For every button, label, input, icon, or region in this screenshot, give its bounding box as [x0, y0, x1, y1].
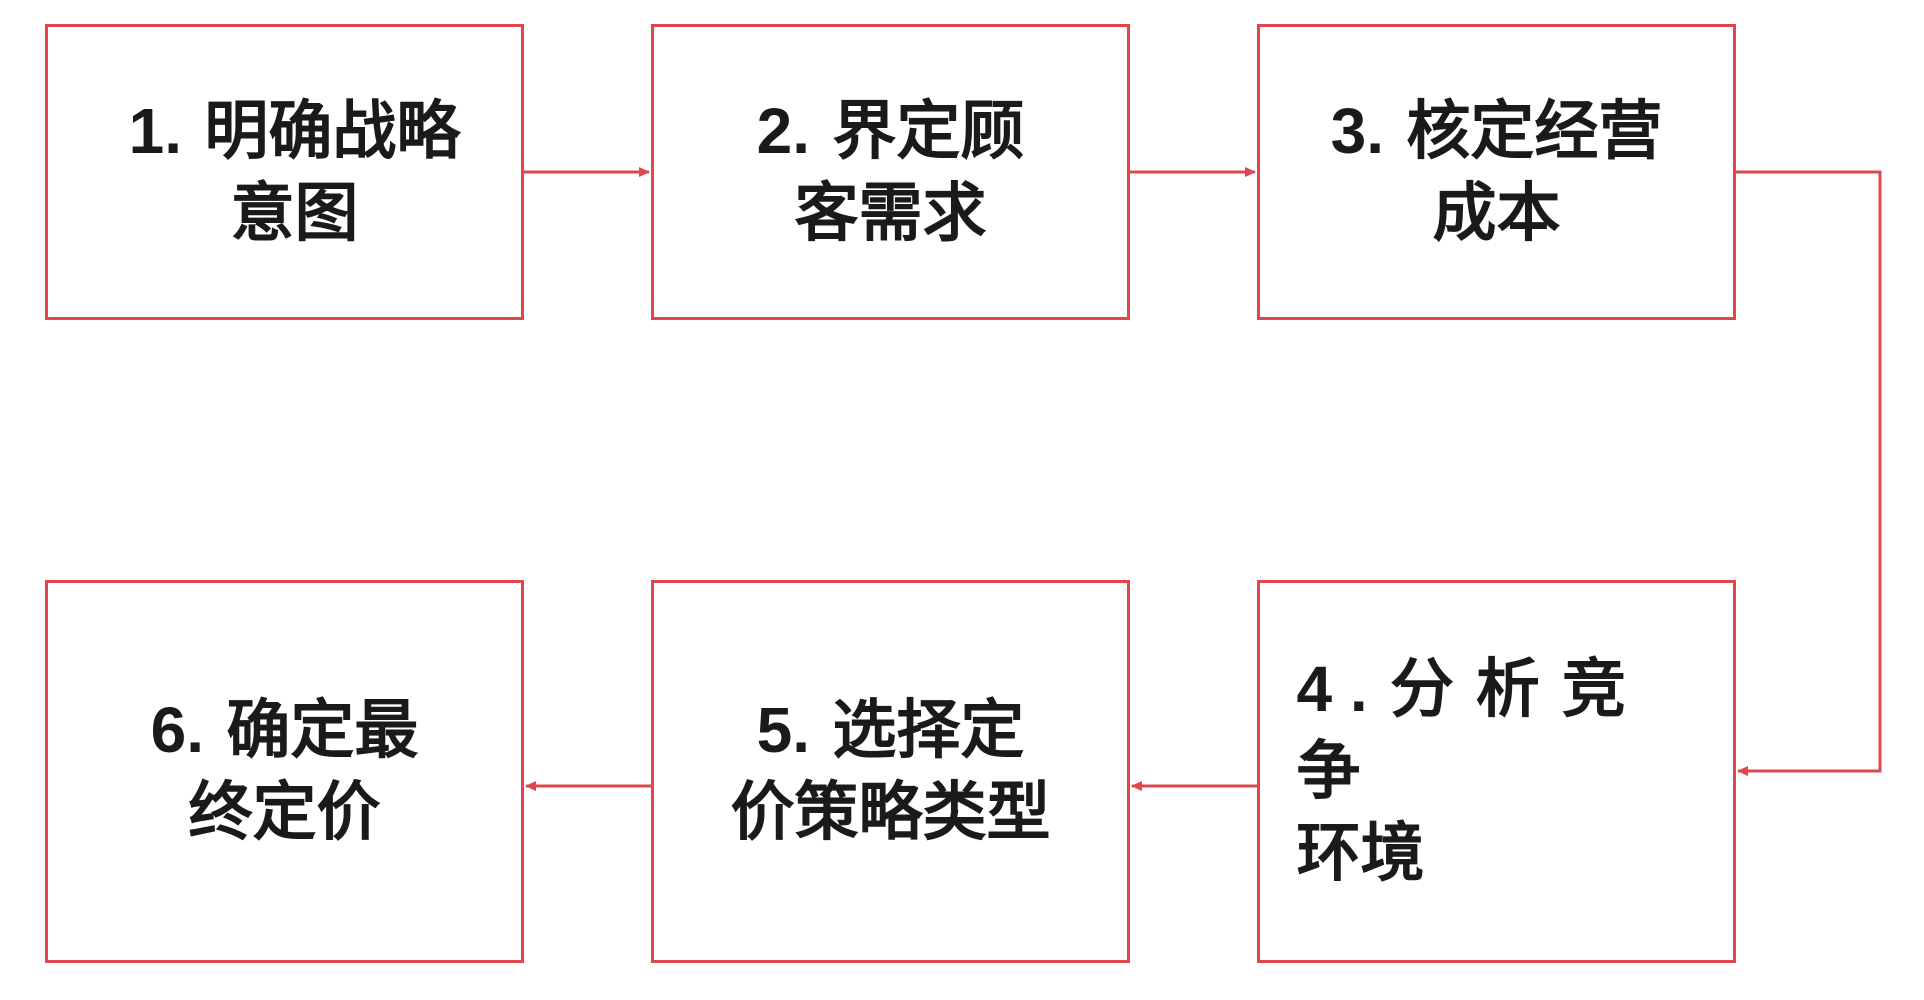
step-label-5: 5. 选择定 价策略类型: [731, 689, 1051, 854]
step-line2-1: 意图: [230, 176, 359, 251]
step-line1-4: 分析竞争: [1296, 653, 1648, 809]
step-box-1: 1. 明确战略 意图: [45, 24, 524, 320]
step-box-5: 5. 选择定 价策略类型: [651, 580, 1130, 963]
step-box-2: 2. 界定顾 客需求: [651, 24, 1130, 320]
step-number-2: 2.: [756, 94, 811, 167]
step-line2-3: 成本: [1432, 176, 1561, 251]
step-line2-2: 客需求: [794, 176, 987, 251]
step-line2-6: 终定价: [188, 776, 381, 850]
step-label-6: 6. 确定最 终定价: [151, 689, 419, 854]
step-box-4: 4 . 分析竞争 环境: [1257, 580, 1736, 963]
step-line2-4: 环境: [1296, 817, 1425, 891]
step-line1-5: 选择定: [832, 694, 1025, 768]
step-label-2: 2. 界定顾 客需求: [757, 90, 1025, 255]
step-line1-2: 界定顾: [832, 94, 1025, 169]
arrow-3-to-4: [1736, 170, 1882, 776]
step-label-4: 4 . 分析竞争 环境: [1277, 648, 1717, 895]
step-label-3: 3. 核定经营 成本: [1331, 90, 1663, 255]
step-number-3: 3.: [1330, 94, 1385, 167]
step-line1-3: 核定经营: [1406, 94, 1663, 169]
step-number-1: 1.: [128, 94, 183, 167]
step-number-6: 6.: [150, 694, 205, 766]
step-line1-1: 明确战略: [204, 94, 461, 169]
step-line2-5: 价策略类型: [730, 776, 1051, 850]
step-box-6: 6. 确定最 终定价: [45, 580, 524, 963]
step-line1-6: 确定最: [226, 694, 419, 768]
step-number-4: 4 .: [1296, 653, 1368, 725]
step-box-3: 3. 核定经营 成本: [1257, 24, 1736, 320]
step-number-5: 5.: [756, 694, 811, 766]
step-label-1: 1. 明确战略 意图: [109, 90, 461, 255]
